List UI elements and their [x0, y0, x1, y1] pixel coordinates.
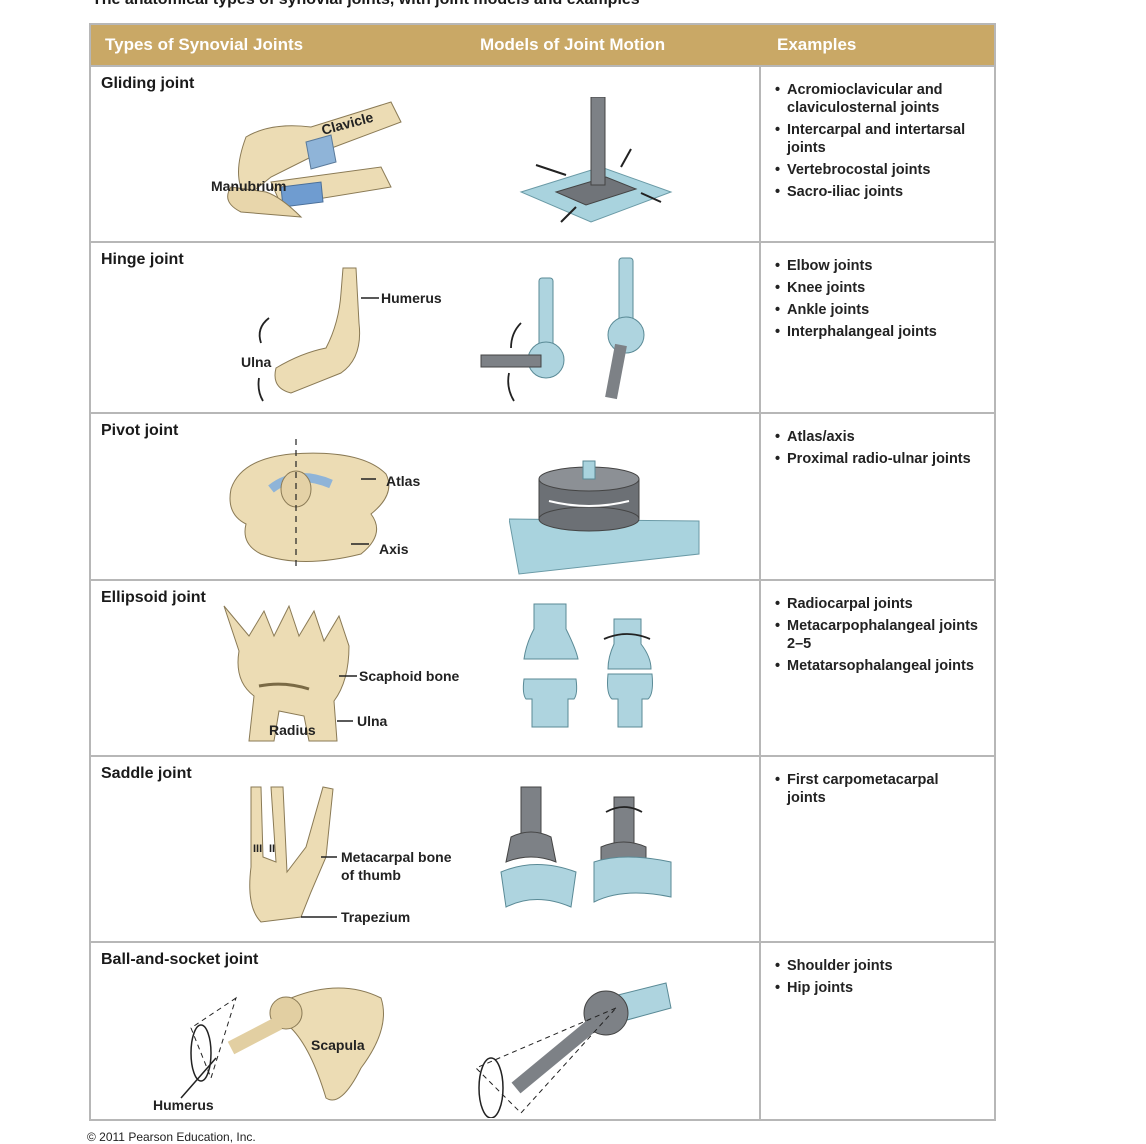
examples-list: First carpometacarpal joints	[775, 771, 980, 811]
example-item: Vertebrocostal joints	[775, 161, 980, 179]
ball-and-socket-model-illustration	[475, 982, 672, 1118]
joint-type-label: Ellipsoid joint	[101, 589, 206, 606]
examples-list: Shoulder joints Hip joints	[775, 957, 980, 1001]
ellipsoid-model-illustration	[522, 603, 653, 728]
label-axis: Axis	[379, 541, 409, 557]
label-atlas: Atlas	[386, 473, 420, 489]
example-item: Acromioclavicular and claviculosternal j…	[775, 81, 980, 117]
example-item: Radiocarpal joints	[775, 595, 980, 613]
examples-list: Atlas/axis Proximal radio-ulnar joints	[775, 428, 980, 472]
row-pivot-joint: Pivot joint Atlas Axis Atlas/axis Proxim…	[91, 412, 994, 579]
row-ellipsoid-joint: Ellipsoid joint Scaphoid bone Radius Uln…	[91, 579, 994, 755]
example-item: Metatarsophalangeal joints	[775, 657, 980, 675]
column-divider	[759, 65, 761, 1119]
joint-type-label: Pivot joint	[101, 422, 179, 439]
example-item: Knee joints	[775, 279, 980, 297]
examples-list: Acromioclavicular and claviculosternal j…	[775, 81, 980, 205]
label-scapula: Scapula	[311, 1037, 365, 1053]
label-metacarpal-ii: II	[269, 843, 275, 855]
example-item: Sacro-iliac joints	[775, 183, 980, 201]
saddle-anatomy-illustration: III II Metacarpal bone of thumb Trapeziu…	[249, 786, 452, 925]
figure-caption: The anatomical types of synovial joints,…	[92, 0, 992, 9]
synovial-joints-table: Types of Synovial Joints Models of Joint…	[89, 23, 996, 1121]
joint-type-label: Gliding joint	[101, 75, 195, 92]
joint-type-label: Ball-and-socket joint	[101, 951, 259, 968]
example-item: Intercarpal and intertarsal joints	[775, 121, 980, 157]
label-metacarpal-iii: III	[253, 843, 262, 855]
hinge-anatomy-illustration: Humerus Ulna	[241, 267, 442, 402]
row-gliding-joint: Gliding joint Clavicle Manubrium Acromio…	[91, 65, 994, 241]
ball-and-socket-anatomy-illustration: Scapula Humerus	[153, 987, 384, 1113]
example-item: First carpometacarpal joints	[775, 771, 980, 807]
label-humerus: Humerus	[153, 1097, 214, 1113]
joint-type-label: Saddle joint	[101, 765, 192, 782]
example-item: Hip joints	[775, 979, 980, 997]
saddle-model-illustration	[500, 786, 672, 908]
examples-list: Radiocarpal joints Metacarpophalangeal j…	[775, 595, 980, 679]
hinge-model-illustration	[480, 257, 645, 402]
label-ulna: Ulna	[241, 354, 272, 370]
label-humerus: Humerus	[381, 290, 442, 306]
gliding-anatomy-illustration: Clavicle Manubrium	[211, 101, 402, 218]
label-trapezium: Trapezium	[341, 909, 410, 925]
copyright-footer: © 2011 Pearson Education, Inc.	[87, 1130, 256, 1144]
example-item: Shoulder joints	[775, 957, 980, 975]
example-item: Atlas/axis	[775, 428, 980, 446]
label-ulna: Ulna	[357, 713, 388, 729]
example-item: Proximal radio-ulnar joints	[775, 450, 980, 468]
gliding-model-illustration	[519, 97, 673, 223]
pivot-model-illustration	[509, 460, 700, 575]
examples-list: Elbow joints Knee joints Ankle joints In…	[775, 257, 980, 345]
table-header: Types of Synovial Joints Models of Joint…	[91, 25, 994, 65]
example-item: Interphalangeal joints	[775, 323, 980, 341]
example-item: Metacarpophalangeal joints 2–5	[775, 617, 980, 653]
header-types: Types of Synovial Joints	[105, 35, 304, 54]
label-of-thumb: of thumb	[341, 867, 401, 883]
label-scaphoid-bone: Scaphoid bone	[359, 668, 460, 684]
joint-type-label: Hinge joint	[101, 251, 184, 268]
label-radius: Radius	[269, 722, 316, 738]
pivot-anatomy-illustration: Atlas Axis	[229, 439, 420, 569]
example-item: Elbow joints	[775, 257, 980, 275]
row-ball-and-socket-joint: Ball-and-socket joint Scapula Humerus Sh…	[91, 941, 994, 1119]
row-saddle-joint: Saddle joint III II Metacarpal bone of t…	[91, 755, 994, 941]
ellipsoid-anatomy-illustration: Scaphoid bone Radius Ulna	[223, 604, 460, 742]
label-metacarpal-bone: Metacarpal bone	[341, 849, 452, 865]
header-examples: Examples	[777, 35, 857, 54]
row-hinge-joint: Hinge joint Humerus Ulna Elbow joints Kn…	[91, 241, 994, 412]
label-manubrium: Manubrium	[211, 178, 286, 194]
example-item: Ankle joints	[775, 301, 980, 319]
header-models: Models of Joint Motion	[480, 35, 666, 54]
